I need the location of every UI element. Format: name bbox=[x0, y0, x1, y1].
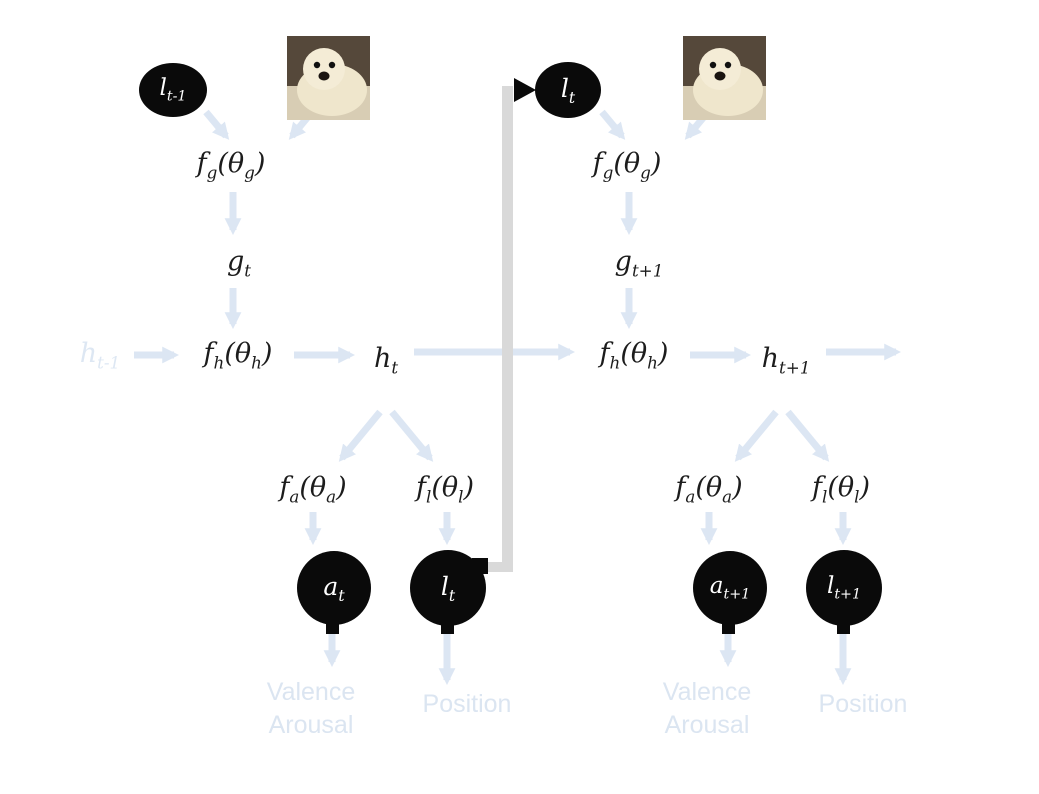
seal-photo-illustration bbox=[287, 36, 370, 120]
position-label: Position bbox=[818, 690, 908, 718]
location-input-label: lt bbox=[560, 73, 576, 107]
glimpse-vector-label: gt+1 bbox=[614, 246, 664, 281]
glimpse-image-seal bbox=[287, 36, 370, 120]
action-output-node: at bbox=[297, 551, 371, 625]
action-output-node: at+1 bbox=[693, 551, 767, 625]
valence-arousal-label: Valence Arousal bbox=[266, 678, 356, 739]
hidden-state-label: ht+1 bbox=[761, 343, 811, 378]
location-feedback-line bbox=[502, 86, 513, 572]
glimpse-network-label: fg(θg) bbox=[592, 148, 662, 183]
location-input-node: lt-1 bbox=[139, 63, 207, 117]
glimpse-network-label: fg(θg) bbox=[196, 148, 266, 183]
location-output-node-label: lt bbox=[440, 571, 456, 605]
timestep-t1: lt fg(θg) gt+1 fh(θh) ht+1 fa(θa) fl(θl)… bbox=[396, 0, 1039, 794]
location-network-label: fl(θl) bbox=[811, 472, 871, 507]
seal-photo-illustration bbox=[683, 36, 766, 120]
location-network-label: fl(θl) bbox=[415, 472, 475, 507]
prev-hidden-state-label: ht-1 bbox=[79, 338, 121, 373]
action-output-node-label: at+1 bbox=[709, 573, 751, 603]
valence-arousal-label: Valence Arousal bbox=[662, 678, 752, 739]
location-output-node: lt bbox=[410, 550, 486, 626]
hidden-state-label: ht bbox=[373, 343, 399, 378]
glimpse-image-seal bbox=[683, 36, 766, 120]
location-feedback-elbow bbox=[487, 562, 504, 572]
location-output-node: lt+1 bbox=[806, 550, 882, 626]
position-label: Position bbox=[422, 690, 512, 718]
action-network-label: fa(θa) bbox=[279, 472, 347, 507]
location-feedback-arrowhead bbox=[514, 78, 536, 102]
action-network-label: fa(θa) bbox=[675, 472, 743, 507]
location-input-label: lt-1 bbox=[159, 75, 187, 105]
action-output-node-label: at bbox=[323, 571, 345, 605]
core-network-label: fh(θh) bbox=[203, 338, 273, 373]
location-output-node-label: lt+1 bbox=[826, 573, 862, 603]
core-network-label: fh(θh) bbox=[599, 338, 669, 373]
location-input-node: lt bbox=[535, 62, 601, 118]
glimpse-vector-label: gt bbox=[226, 246, 252, 281]
